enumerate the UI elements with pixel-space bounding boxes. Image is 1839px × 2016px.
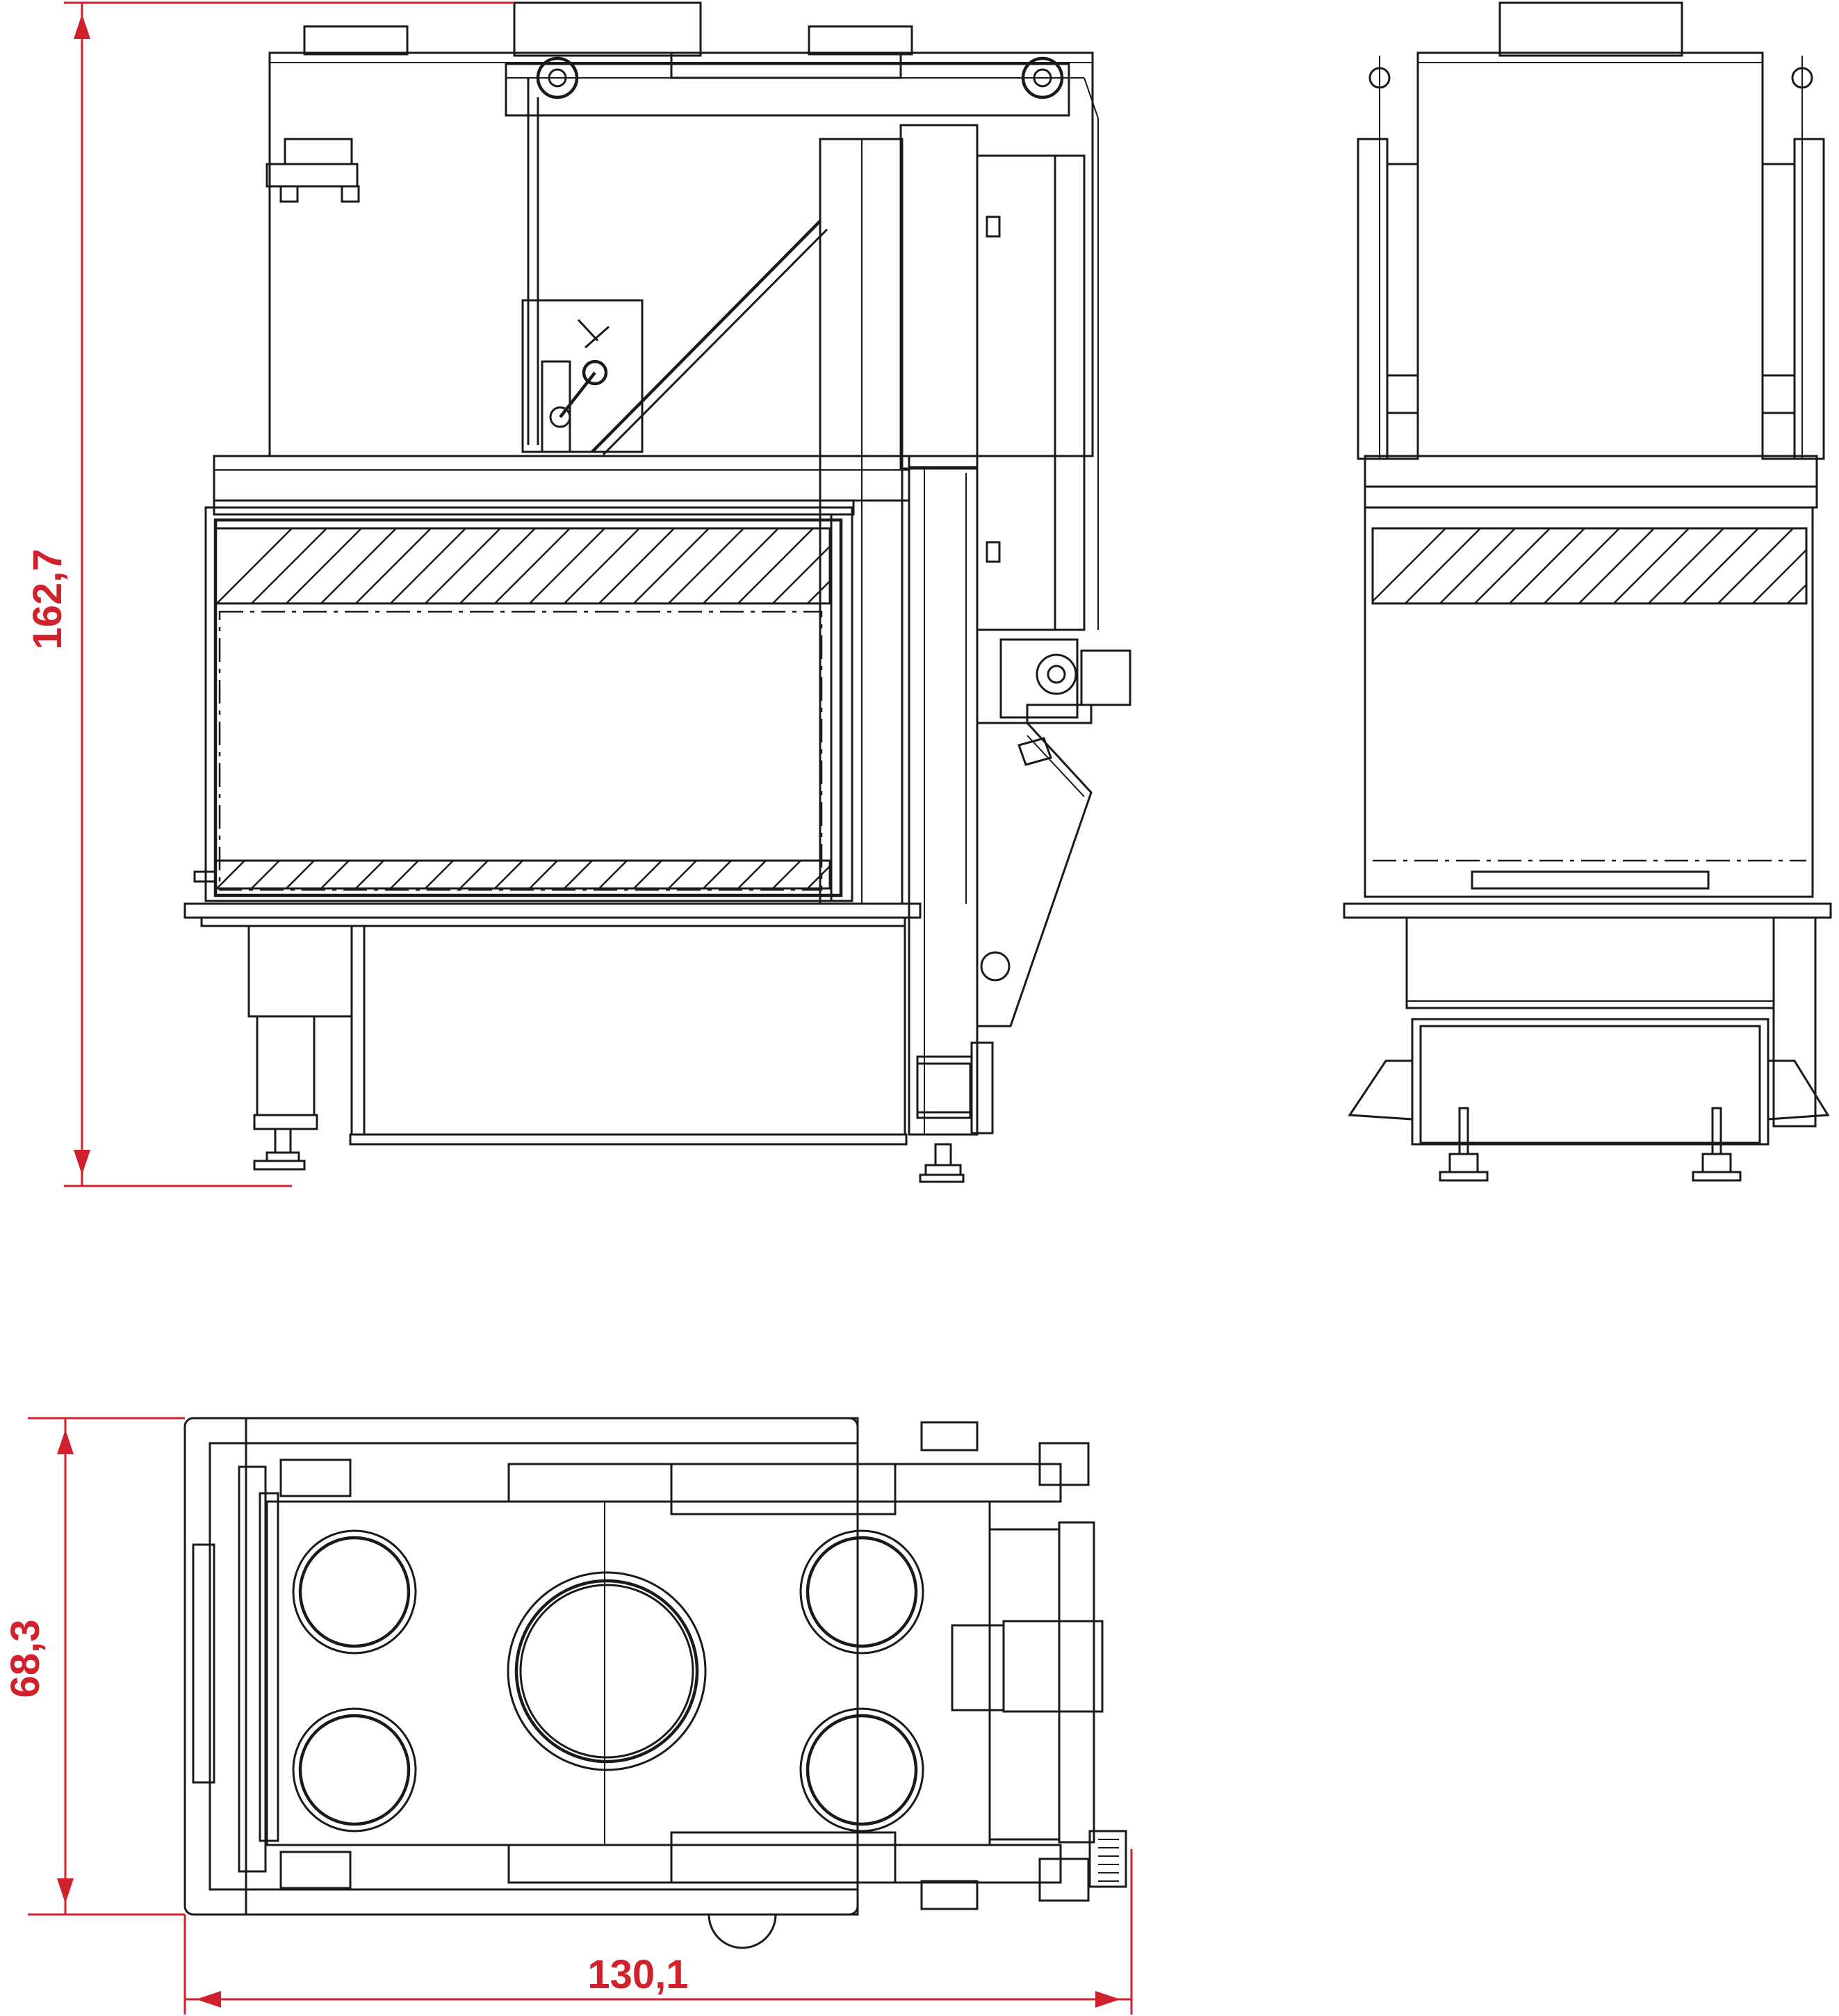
dimension-depth: 68,3 <box>3 1417 185 1916</box>
top-view <box>183 1417 1127 1949</box>
dimension-width: 130,1 <box>183 1849 1133 2015</box>
side-view <box>1343 1 1832 1182</box>
depth-dimension-label: 68,3 <box>3 1620 48 1698</box>
front-view <box>183 1 1131 1183</box>
width-dimension-label: 130,1 <box>587 1952 688 1997</box>
height-dimension-label: 162,7 <box>25 548 70 649</box>
dimension-height: 162,7 <box>25 1 514 1187</box>
